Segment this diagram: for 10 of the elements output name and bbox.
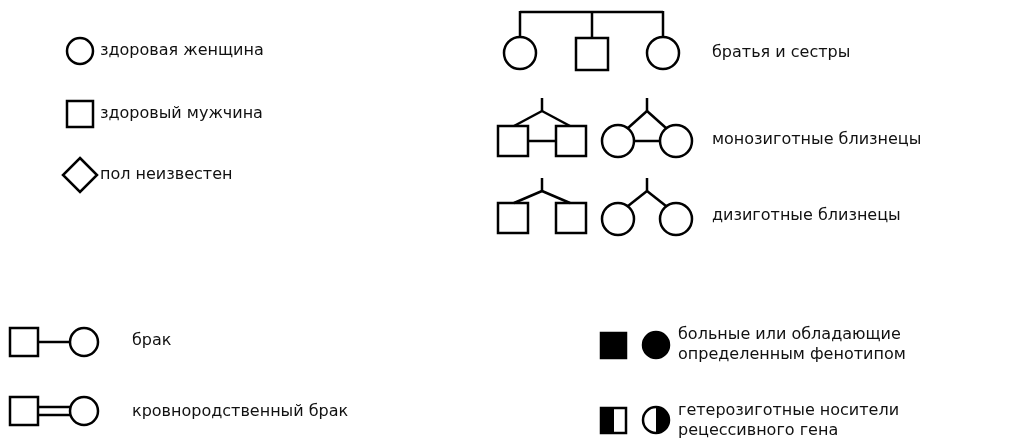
- legend-label: братья и сестры: [712, 42, 851, 62]
- legend-label: дизиготные близнецы: [712, 205, 901, 225]
- legend-label: гетерозиготные носители рецессивного гена: [678, 400, 901, 440]
- legend-label: пол неизвестен: [100, 164, 233, 184]
- legend-label: кровнородственный брак: [132, 401, 349, 421]
- legend-label: больные или обладающие определенным фенотипом: [678, 324, 907, 364]
- legend-label: здоровая женщина: [100, 40, 264, 60]
- legend-label: монозиготные близнецы: [712, 129, 922, 149]
- legend-label: брак: [132, 330, 172, 350]
- legend-label: здоровый мужчина: [100, 103, 263, 123]
